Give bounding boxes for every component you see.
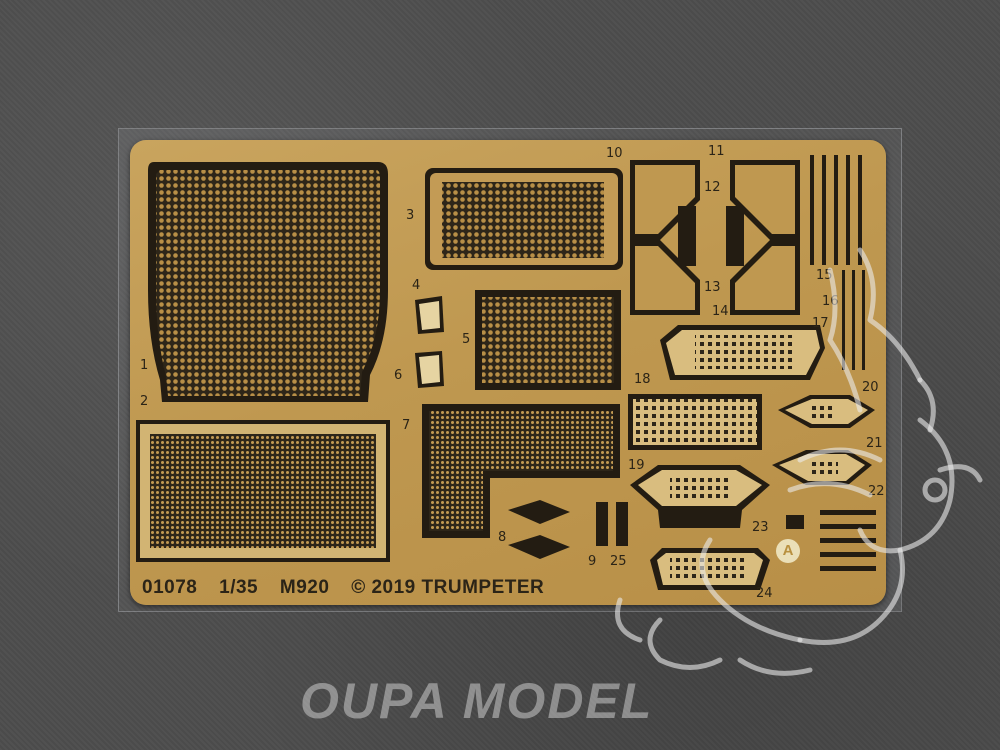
part-number-25: 25: [610, 554, 627, 569]
sheet-letter-badge: A: [776, 539, 800, 563]
part-number-10: 10: [606, 146, 623, 161]
part-number-6: 6: [394, 368, 403, 383]
scale: 1/35: [219, 577, 259, 598]
dragon-watermark-icon: [615, 247, 983, 676]
part-number-8: 8: [498, 530, 507, 545]
part-number-7: 7: [402, 418, 411, 433]
part-number-17: 17: [812, 316, 829, 331]
shop-watermark: OUPA MODEL: [300, 673, 654, 729]
part-number-12: 12: [704, 180, 721, 195]
part-number-1: 1: [140, 358, 149, 373]
part-number-14: 14: [712, 304, 729, 319]
part-number-23: 23: [752, 520, 769, 535]
part-number-5: 5: [462, 332, 471, 347]
kit-number: 01078: [142, 577, 198, 598]
part-number-18: 18: [634, 372, 651, 387]
part-number-4: 4: [412, 278, 421, 293]
part-number-24: 24: [756, 586, 773, 601]
part-number-21: 21: [866, 436, 883, 451]
copyright: © 2019 TRUMPETER: [351, 577, 545, 598]
part-number-20: 20: [862, 380, 879, 395]
part-number-19: 19: [628, 458, 645, 473]
part-number-3: 3: [406, 208, 415, 223]
fret-parts-drawing: [136, 155, 876, 590]
fret-inscription: 01078 1/35 M920 © 2019 TRUMPETER: [142, 577, 560, 599]
photo-etch-fret: 1 2 3 4 5 6 7 8 9 10 11 12 13 14 15 16 1…: [130, 140, 886, 605]
part-number-2: 2: [140, 394, 149, 409]
vehicle-name: M920: [279, 577, 330, 598]
part-number-9: 9: [588, 554, 597, 569]
part-number-13: 13: [704, 280, 721, 295]
part-number-11: 11: [708, 144, 725, 159]
